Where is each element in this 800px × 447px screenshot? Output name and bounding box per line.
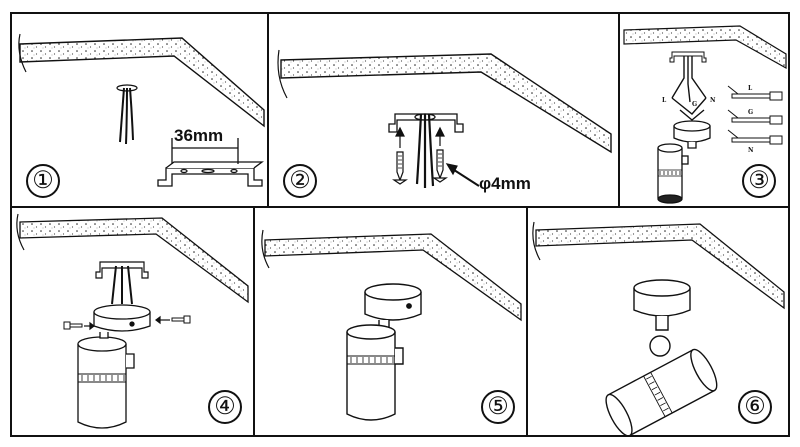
wire-g-label: G — [692, 101, 697, 108]
step-6-number: ⑥ — [738, 390, 772, 424]
step-6-panel: ⑥ — [528, 208, 788, 435]
wires-icon — [111, 265, 133, 305]
lamp-body-icon — [657, 143, 689, 204]
step-3-illustration: L G N L G N — [623, 25, 787, 204]
ceiling-icon — [261, 229, 522, 322]
step-6-illustration — [532, 221, 785, 435]
step-5-panel: ⑤ — [255, 208, 526, 435]
mounting-bracket-icon — [95, 261, 149, 279]
instruction-frame — [10, 12, 790, 437]
lamp-body-icon — [605, 348, 718, 435]
screw-icon — [392, 151, 408, 185]
screw-diameter-label: φ4mm — [479, 174, 531, 193]
lamp-base-icon — [633, 279, 691, 331]
terminal-g-label: G — [748, 109, 753, 116]
wire-l-label: L — [662, 97, 667, 104]
ceiling-icon — [18, 33, 265, 128]
divider-4-5 — [253, 206, 255, 437]
arrow-icon — [395, 126, 480, 187]
lamp-joint-icon — [649, 335, 671, 357]
step-4-illustration — [16, 213, 249, 429]
screw-icon — [432, 149, 448, 183]
step-1-illustration — [18, 33, 265, 187]
lamp-base-icon — [673, 120, 711, 149]
ceiling-icon — [532, 221, 785, 310]
step-2-number: ② — [283, 164, 317, 198]
wires-icon — [119, 87, 134, 145]
step-1-panel: 36mm ① — [12, 14, 267, 206]
step-3-number: ③ — [742, 164, 776, 198]
dimension-line-icon — [171, 138, 239, 164]
wires-icon — [415, 113, 435, 188]
wire-n-label: N — [710, 97, 716, 104]
step-4-number: ④ — [208, 390, 242, 424]
lamp-body-icon — [77, 332, 135, 429]
bracket-width-label: 36mm — [174, 126, 224, 145]
screw-icon — [63, 315, 191, 330]
ceiling-icon — [277, 49, 612, 154]
wires-icon — [671, 56, 707, 121]
arrow-icon — [84, 315, 170, 331]
terminal-block-icon — [727, 85, 783, 145]
step-5-illustration — [261, 229, 522, 421]
step-1-number: ① — [26, 164, 60, 198]
divider-5-6 — [526, 206, 528, 437]
ceiling-icon — [623, 25, 787, 70]
lamp-body-icon — [346, 324, 404, 421]
mounting-bracket-icon — [157, 161, 264, 187]
ceiling-icon — [16, 213, 249, 304]
terminal-l-label: L — [748, 85, 753, 92]
lamp-base-icon — [364, 283, 422, 329]
lamp-base-icon — [93, 304, 151, 332]
step-2-illustration — [277, 49, 612, 188]
divider-1-2 — [267, 12, 269, 208]
step-4-panel: ④ — [12, 208, 253, 435]
step-5-number: ⑤ — [481, 390, 515, 424]
step-2-panel: φ4mm ② — [269, 14, 618, 206]
mounting-bracket-icon — [669, 51, 707, 63]
step-3-panel: L G N L G N ③ — [620, 14, 788, 206]
terminal-n-label: N — [748, 147, 754, 154]
divider-2-3 — [618, 12, 620, 208]
row-divider — [10, 206, 790, 208]
